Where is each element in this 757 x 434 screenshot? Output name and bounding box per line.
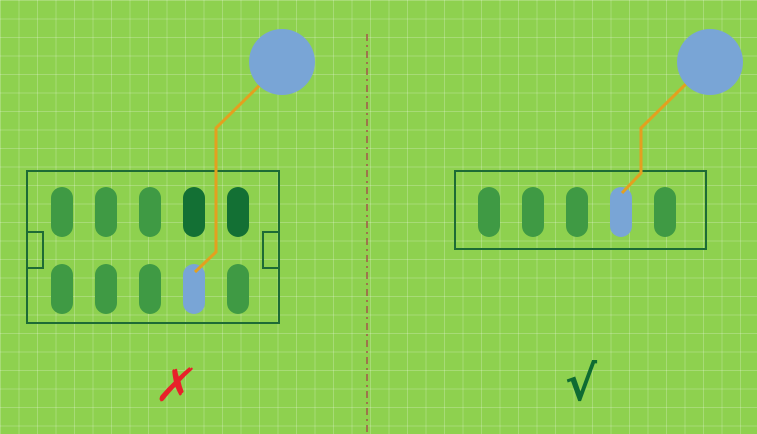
left-slot-r1-c4: [183, 187, 205, 237]
left-slot-r2-c1: [51, 264, 73, 314]
right-connector-circle: [677, 29, 743, 95]
right-slot-r1-c5: [654, 187, 676, 237]
left-slot-r2-c3: [139, 264, 161, 314]
left-board-handle-left: [26, 231, 44, 269]
right-slot-r1-c3: [566, 187, 588, 237]
left-connector-wire: [193, 78, 267, 274]
right-board-outline: [454, 170, 707, 250]
left-connector-circle: [249, 29, 315, 95]
left-slot-r1-c1: [51, 187, 73, 237]
right-slot-r1-c1: [478, 187, 500, 237]
check-mark-icon: √: [565, 356, 598, 412]
left-slot-r2-c5: [227, 264, 249, 314]
right-slot-r1-c2: [522, 187, 544, 237]
right-slot-r1-c4: [610, 187, 632, 237]
left-board-handle-right: [262, 231, 280, 269]
left-slot-r2-c4: [183, 264, 205, 314]
right-connector-wire: [620, 78, 692, 195]
left-slot-r1-c5: [227, 187, 249, 237]
left-slot-r1-c3: [139, 187, 161, 237]
left-slot-r1-c2: [95, 187, 117, 237]
left-slot-r2-c2: [95, 264, 117, 314]
